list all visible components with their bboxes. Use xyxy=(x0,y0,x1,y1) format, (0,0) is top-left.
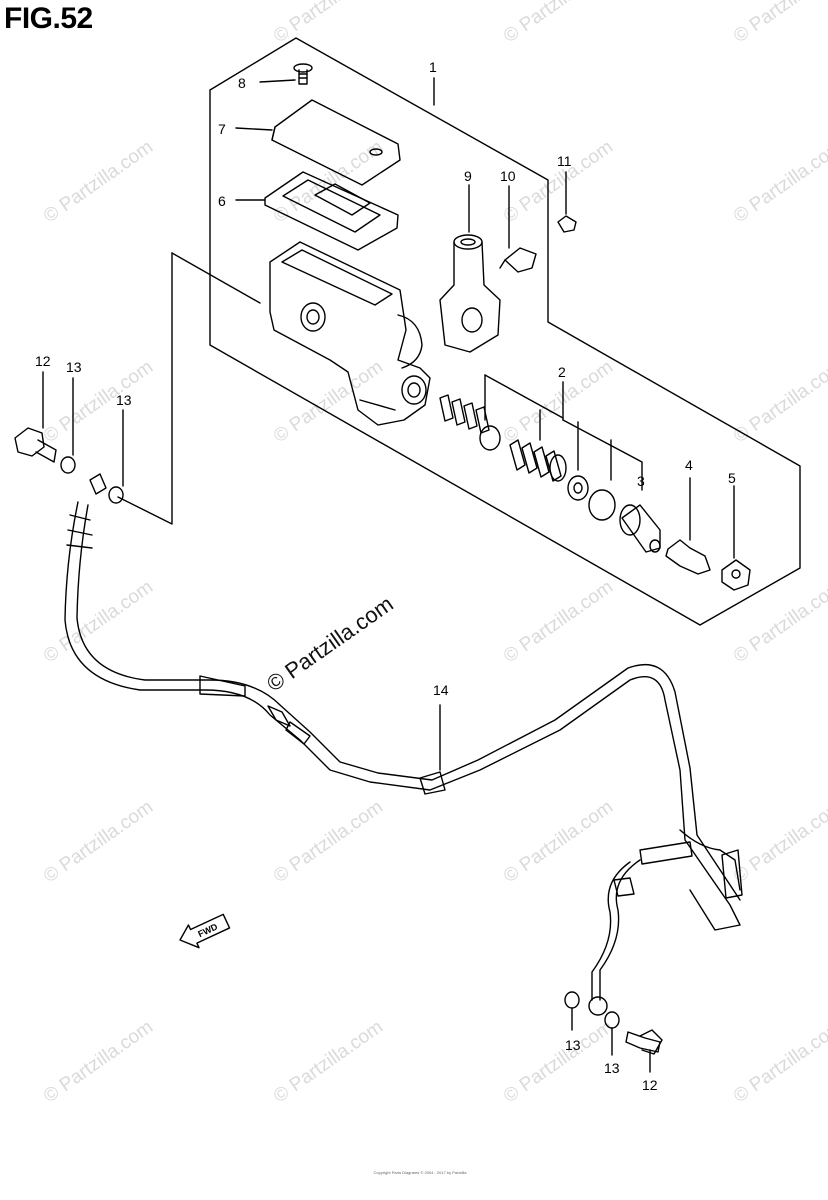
bolt-part-10 xyxy=(499,185,537,273)
fwd-arrow-icon: FWD xyxy=(179,913,231,949)
diaphragm-part-6 xyxy=(235,171,399,251)
hose-part-14 xyxy=(64,473,743,1016)
snap-ring xyxy=(588,489,616,521)
screw-part-11 xyxy=(557,171,577,233)
callout-13-mid: 13 xyxy=(116,392,132,408)
leader-line xyxy=(117,252,173,525)
callout-1: 1 xyxy=(429,59,437,75)
banjo-bolt-part-12-bottom xyxy=(625,1029,663,1073)
callout-12-bottom: 12 xyxy=(642,1077,658,1093)
washer-part-13 xyxy=(60,456,76,474)
callout-9: 9 xyxy=(464,168,472,184)
washer-part-13 xyxy=(108,486,124,504)
washer-part-13 xyxy=(564,991,580,1009)
washer-part-13 xyxy=(604,1011,620,1029)
callout-6: 6 xyxy=(218,193,226,209)
callout-13-bottom-right: 13 xyxy=(604,1060,620,1076)
boot-part-3 xyxy=(619,504,661,553)
piston-kit-part-2 xyxy=(484,374,643,491)
callout-3: 3 xyxy=(637,473,645,489)
callout-12-top: 12 xyxy=(35,353,51,369)
piston xyxy=(509,439,567,482)
push-rod-part-4 xyxy=(665,477,711,575)
fitting-part-9 xyxy=(439,184,501,353)
callout-14: 14 xyxy=(433,682,449,698)
washer-inner xyxy=(573,482,583,494)
banjo-bolt-part-12-top xyxy=(14,371,57,463)
callout-5: 5 xyxy=(728,470,736,486)
spring xyxy=(439,394,501,451)
callout-4: 4 xyxy=(685,457,693,473)
figure-title: FIG.52 xyxy=(4,2,93,35)
washer xyxy=(567,475,589,501)
leader-line xyxy=(171,252,261,304)
callout-11: 11 xyxy=(557,153,572,169)
callout-2: 2 xyxy=(558,364,566,380)
clevis-part-5 xyxy=(721,485,751,591)
callout-numbers: 1 2 3 4 5 6 7 8 9 10 11 12 13 13 14 13 1… xyxy=(35,59,736,1093)
callout-13-top: 13 xyxy=(66,359,82,375)
callout-8: 8 xyxy=(238,75,246,91)
copyright-note: Copyright Parts Diagrams © 2004 - 2017 b… xyxy=(373,1170,467,1175)
callout-7: 7 xyxy=(218,121,226,137)
master-cylinder-body xyxy=(269,241,431,426)
screw-part-8 xyxy=(259,63,313,85)
reservoir-cap-part-7 xyxy=(235,99,401,186)
assembly-frame xyxy=(209,37,801,626)
callout-10: 10 xyxy=(500,168,516,184)
callout-13-bottom-left: 13 xyxy=(565,1037,581,1053)
